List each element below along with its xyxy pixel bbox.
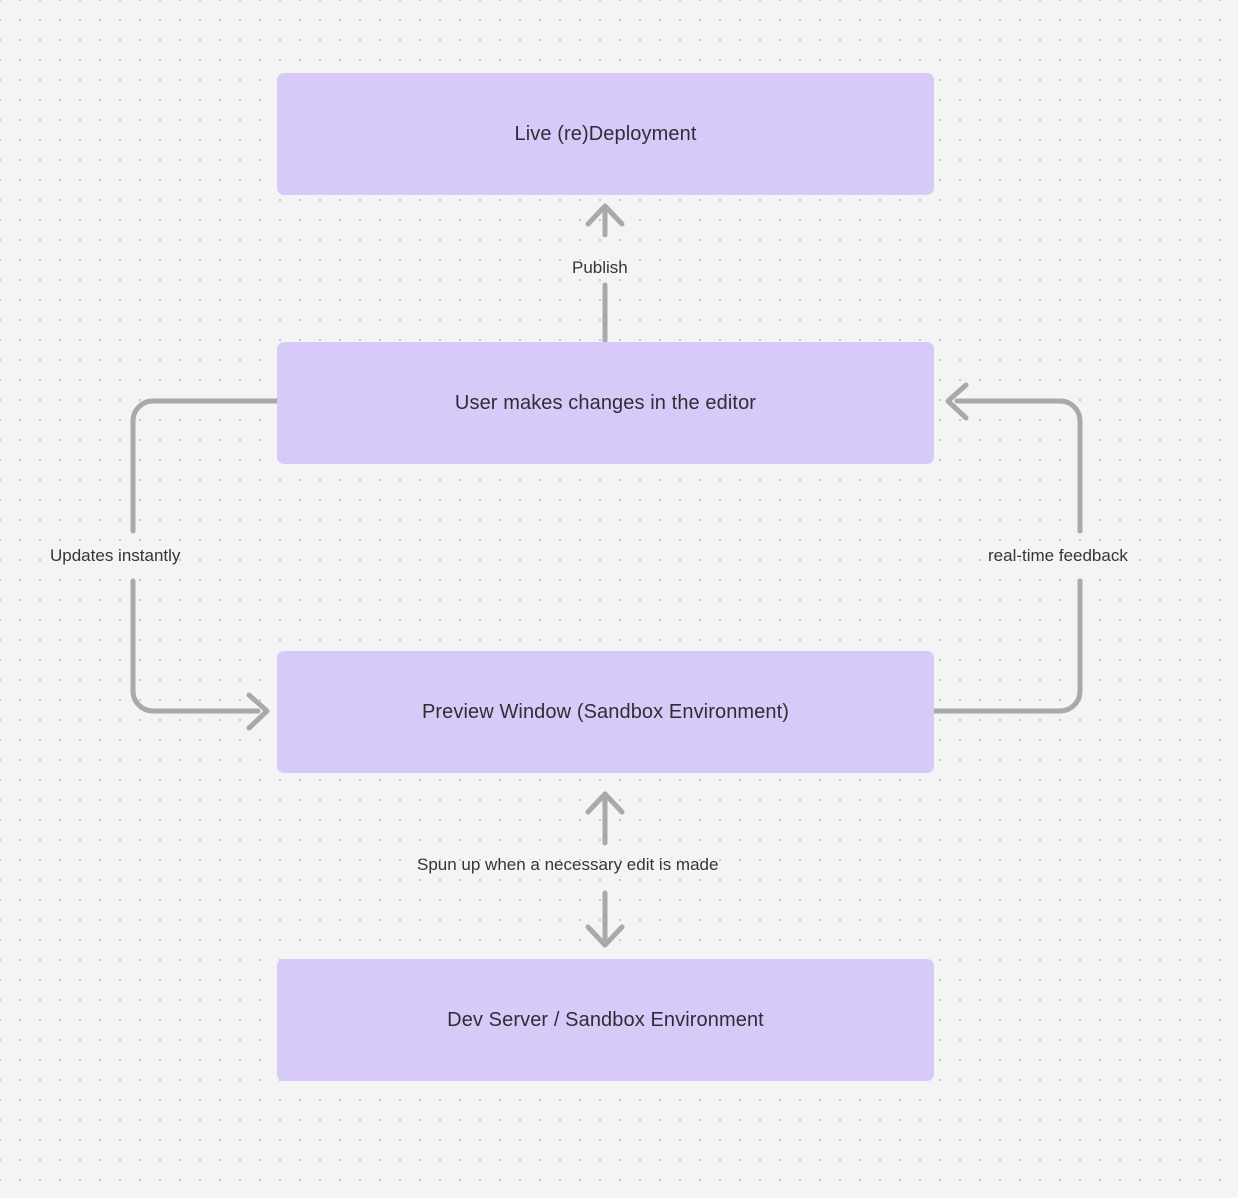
node-user-edits[interactable]: User makes changes in the editor [277, 342, 934, 464]
edge-label-updates-instantly: Updates instantly [50, 546, 181, 565]
edge-label-spun-up: Spun up when a necessary edit is made [417, 855, 719, 874]
node-live-deployment[interactable]: Live (re)Deployment [277, 73, 934, 195]
node-label-user-edits: User makes changes in the editor [454, 391, 757, 414]
node-label-dev-server: Dev Server / Sandbox Environment [447, 1008, 764, 1031]
node-label-preview-window: Preview Window (Sandbox Environment) [421, 700, 790, 723]
node-preview-window[interactable]: Preview Window (Sandbox Environment) [277, 651, 934, 773]
edge-label-publish: Publish [572, 258, 628, 277]
node-dev-server[interactable]: Dev Server / Sandbox Environment [277, 959, 934, 1081]
node-label-live-deployment: Live (re)Deployment [514, 122, 697, 145]
edge-label-real-time-feedback: real-time feedback [988, 546, 1128, 565]
